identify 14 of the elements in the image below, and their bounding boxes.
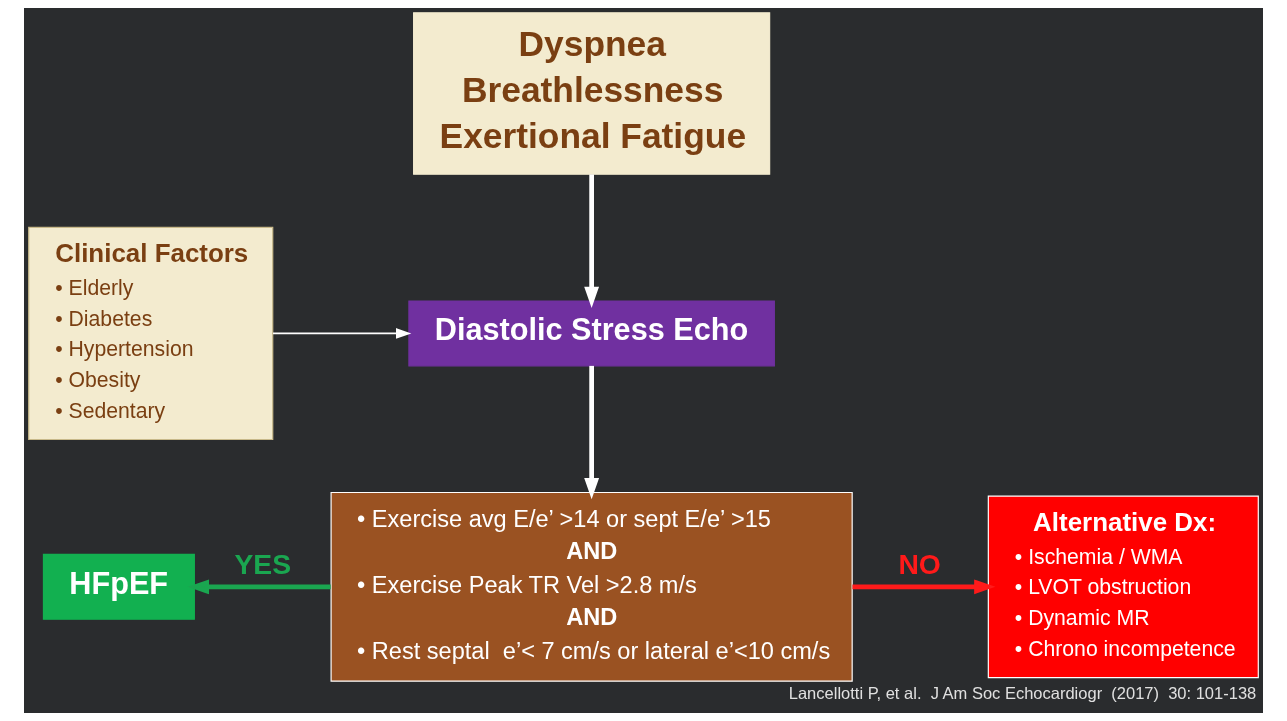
arrow (584, 365, 600, 500)
edge-label: YES (234, 548, 292, 581)
node-box: • Exercise avg E/e’ >14 or sept E/e’ >15 AND • Exercise Peak TR Vel >2.8 m/s AND • Rest septal e’< 7 cm/s or lateral e’<10 cm/s (330, 491, 853, 682)
node-box: Alternative Dx: • Ischemia / WMA • LVOT obstruction • Dynamic MR • Chrono incompetence (987, 495, 1259, 679)
arrow (852, 579, 996, 595)
caption: Lancellotti P, et al. J Am Soc Echocardiogr (2017) 30: 101-138 (788, 684, 1257, 703)
arrow (584, 174, 600, 308)
arrow (272, 328, 412, 339)
node-box: Dyspnea Breathlessness Exertional Fatigue (413, 12, 771, 175)
node-box: Clinical Factors • Elderly • Diabetes • Hypertension • Obesity • Sedentary (28, 226, 274, 441)
arrow (187, 579, 331, 595)
edge-label: NO (898, 548, 941, 581)
node-box: HFpEF (42, 553, 195, 620)
node-box: Diastolic Stress Echo (408, 300, 775, 367)
